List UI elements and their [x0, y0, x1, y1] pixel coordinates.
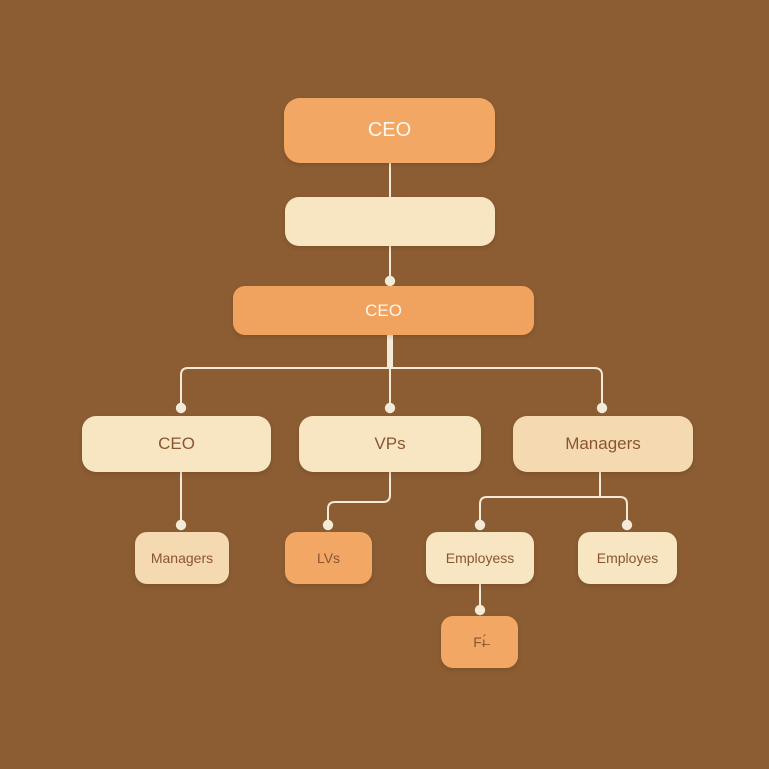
- node-left-child-managers-label: Managers: [150, 550, 214, 566]
- node-bottom: Fı̶́: [441, 616, 518, 668]
- connector-right-to-child-b: [599, 496, 633, 531]
- node-left-child-managers: Managers: [135, 532, 229, 584]
- node-bottom-label: Fı̶́: [473, 634, 486, 650]
- node-blank: [285, 197, 495, 246]
- node-left-ceo-label: CEO: [158, 434, 195, 453]
- node-top-ceo-label: CEO: [367, 119, 412, 141]
- node-managers: Managers: [513, 416, 693, 472]
- connector-right-to-child-a: [474, 471, 601, 531]
- connector-center-to-right: [391, 334, 608, 414]
- node-lvs: LVs: [285, 532, 372, 584]
- node-vps-label: VPs: [374, 434, 406, 453]
- node-left-ceo: CEO: [82, 416, 271, 472]
- node-top-ceo: CEO: [284, 98, 495, 163]
- node-employess: Employess: [426, 532, 534, 584]
- node-employes-label: Employes: [596, 550, 659, 566]
- node-employess-label: Employess: [445, 550, 515, 566]
- node-center-ceo: CEO: [233, 286, 534, 335]
- node-center-ceo-label: CEO: [365, 300, 402, 320]
- node-managers-label: Managers: [565, 434, 641, 453]
- node-vps: VPs: [299, 416, 481, 472]
- connector-middle-to-child: [322, 471, 391, 531]
- node-employes: Employes: [578, 532, 677, 584]
- node-lvs-label: LVs: [316, 550, 341, 566]
- connector-center-to-left: [175, 334, 389, 414]
